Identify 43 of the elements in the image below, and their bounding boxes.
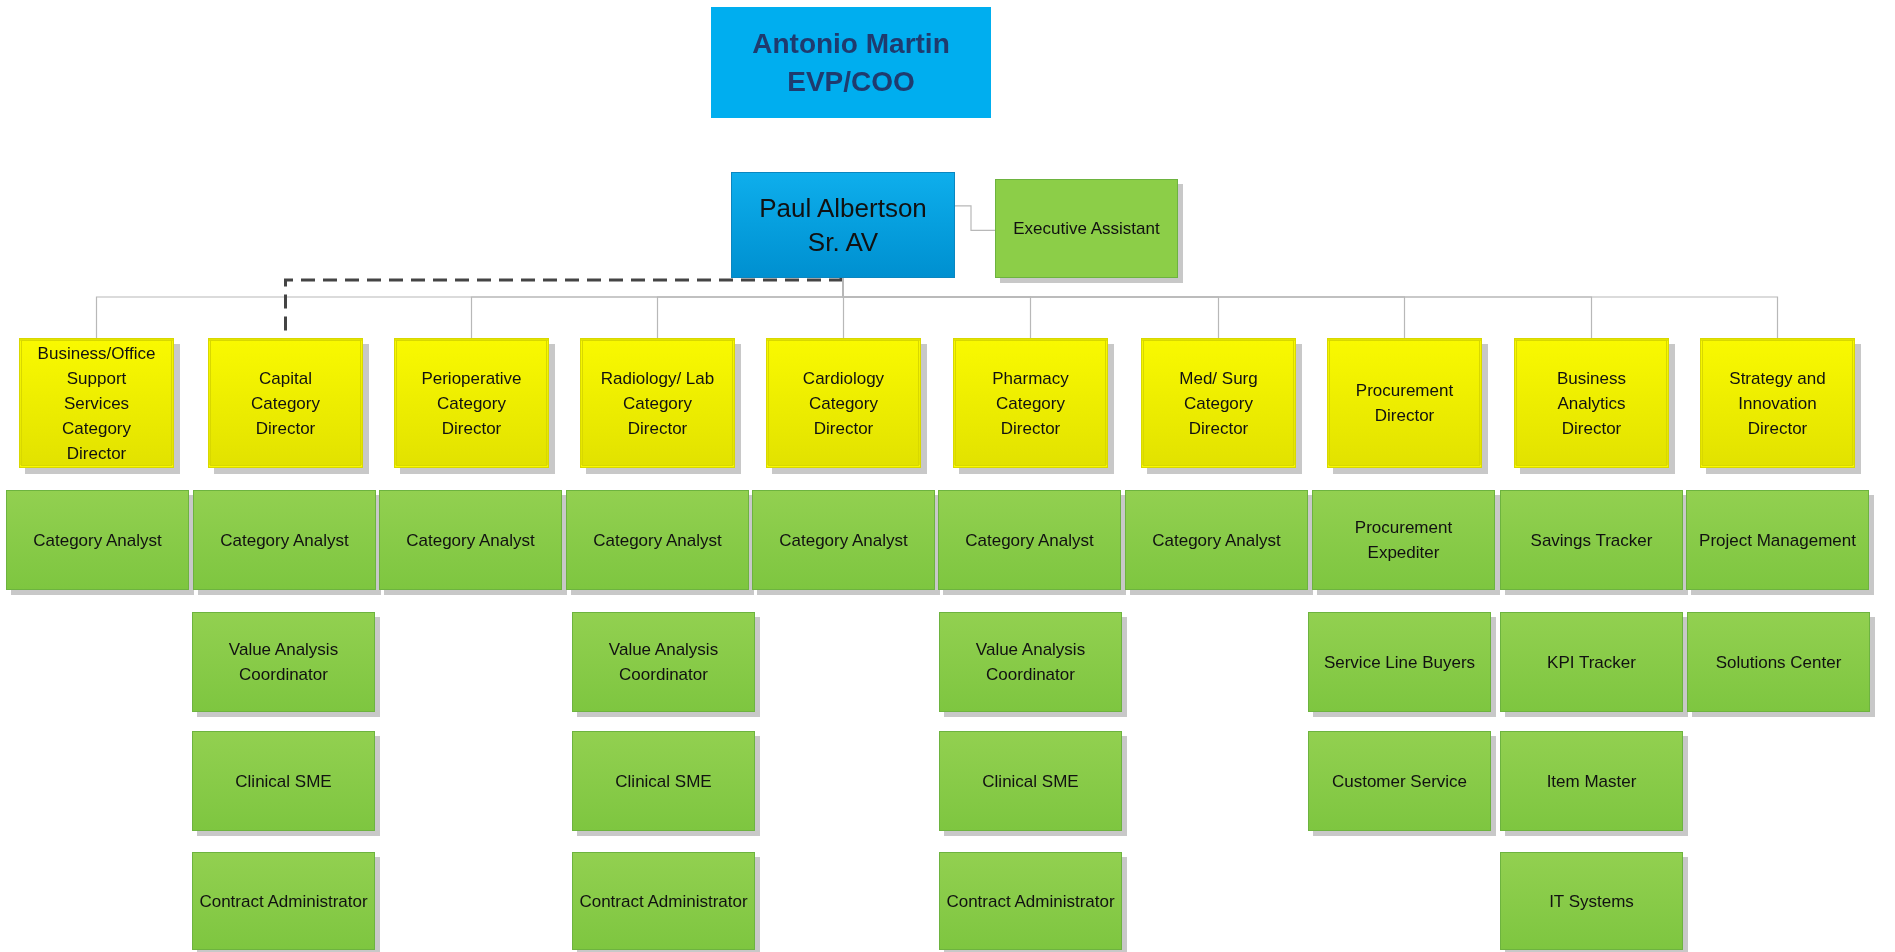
- node-label: EVP/COO: [787, 64, 915, 99]
- node-label: Category Analyst: [406, 529, 535, 552]
- node-label: Strategy and Innovation Director: [1728, 367, 1827, 440]
- node-label: Cardiology Category Director: [801, 367, 886, 440]
- node-label: Procurement Director: [1354, 380, 1455, 427]
- node-label: Customer Service: [1331, 770, 1468, 793]
- node-label: Value Analysis Coordinator: [607, 639, 720, 686]
- manager-box: [731, 172, 955, 278]
- node-label: Pharmacy Category Director: [991, 367, 1070, 440]
- node-label: Service Line Buyers: [1323, 651, 1476, 674]
- node-label: Perioperative Category Director: [420, 367, 523, 440]
- node-label: Med/ Surg Category Director: [1178, 367, 1259, 440]
- node-label: Category Analyst: [779, 529, 908, 552]
- node-label: Paul Albertson: [759, 192, 927, 225]
- node-label: Clinical SME: [982, 770, 1079, 793]
- node-label: Clinical SME: [235, 770, 332, 793]
- node-label: Procurement Expediter: [1353, 517, 1454, 564]
- node-label: Contract Administrator: [946, 890, 1115, 913]
- node-label: IT Systems: [1549, 890, 1634, 913]
- node-label: Solutions Center: [1715, 651, 1842, 674]
- node-label: Category Analyst: [1152, 529, 1281, 552]
- node-label: Project Management: [1699, 529, 1856, 552]
- node-label: Antonio Martin: [752, 26, 950, 61]
- node-label: Item Master: [1546, 770, 1637, 793]
- node-label: Savings Tracker: [1530, 529, 1653, 552]
- node-label: Radiology/ Lab Category Director: [599, 367, 716, 440]
- node-label: Category Analyst: [220, 529, 349, 552]
- node-label: KPI Tracker: [1547, 651, 1636, 674]
- node-label: Contract Administrator: [579, 890, 748, 913]
- node-label: Value Analysis Coordinator: [227, 639, 340, 686]
- node-label: Sr. AV: [807, 226, 879, 259]
- node-label: Category Analyst: [965, 529, 1094, 552]
- node-label: Clinical SME: [615, 770, 712, 793]
- connector-line: [954, 205, 996, 231]
- node-label: Capital Category Director: [250, 367, 321, 440]
- node-label: Contract Administrator: [199, 890, 368, 913]
- node-label: Business Analytics Director: [1556, 367, 1627, 440]
- node-label: Business/Office Support Services Category Director: [37, 342, 156, 465]
- node-label: Value Analysis Coordinator: [974, 639, 1087, 686]
- node-label: Category Analyst: [33, 529, 162, 552]
- executive-box: [711, 7, 991, 118]
- node-label: Executive Assistant: [1013, 217, 1160, 240]
- node-label: Category Analyst: [593, 529, 722, 552]
